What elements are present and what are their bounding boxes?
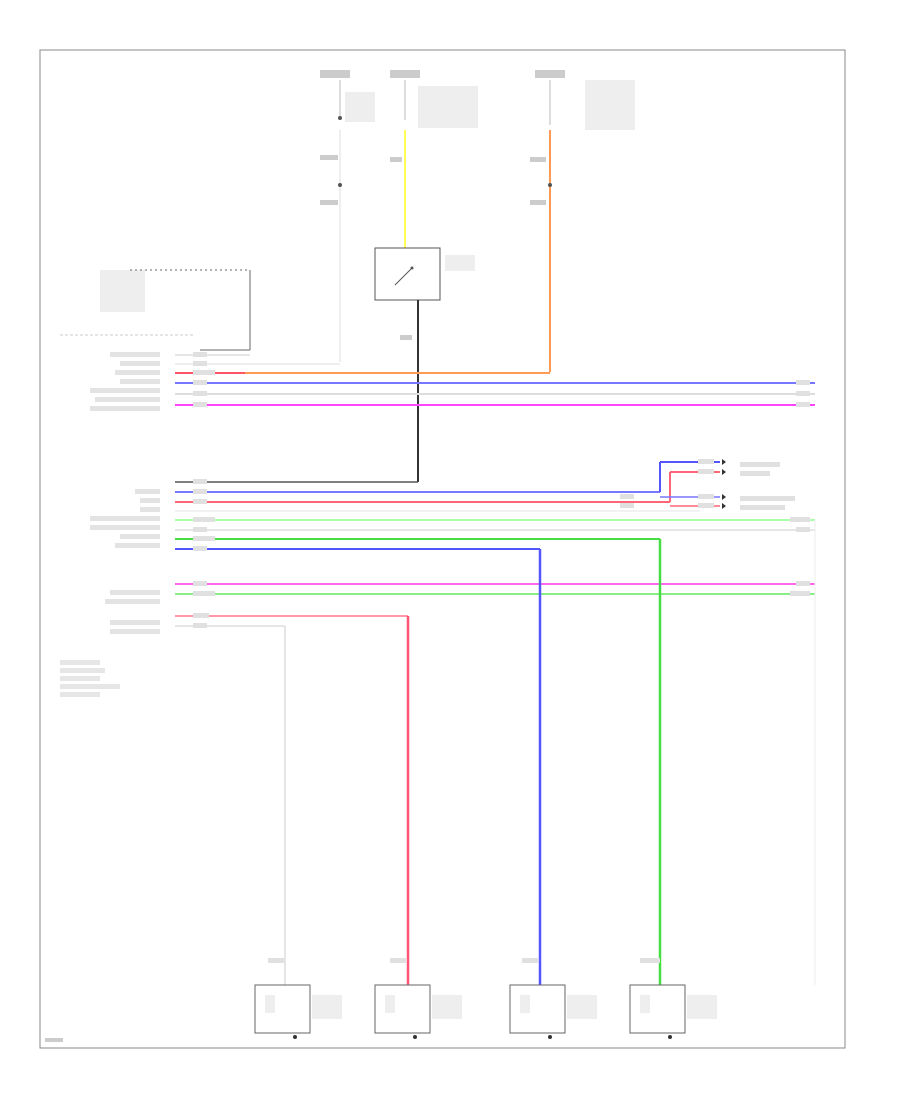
power-source-1 [320, 70, 375, 122]
power-source-2 [390, 70, 478, 128]
right-connector-labels [620, 459, 810, 532]
sensor-1 [254, 958, 342, 1039]
connector-label-block-lower [105, 590, 160, 634]
splice-dot [548, 183, 552, 187]
connector-label-block-middle [90, 489, 160, 548]
module-description [60, 660, 120, 697]
wire-color-tags-upper [193, 352, 810, 407]
wire-label-mark [320, 200, 338, 205]
wire-label-mark [400, 335, 412, 340]
wire-label-mark [530, 157, 546, 162]
sensor-3 [509, 958, 597, 1039]
left-sensor-block [100, 269, 251, 351]
power-source-3 [535, 70, 635, 130]
sensor-2 [374, 958, 462, 1039]
connector-markers [722, 459, 726, 509]
sensor-4 [629, 958, 717, 1039]
footer-code-mark [45, 1038, 63, 1042]
wire-label-mark [390, 157, 402, 162]
splice-dot [338, 183, 342, 187]
connector-label-block-upper [90, 352, 160, 411]
switch-component [374, 247, 475, 301]
end-tags [193, 479, 810, 628]
wire-label-mark [320, 155, 338, 160]
wire-label-mark [530, 200, 546, 205]
diagram-border [39, 49, 846, 1049]
